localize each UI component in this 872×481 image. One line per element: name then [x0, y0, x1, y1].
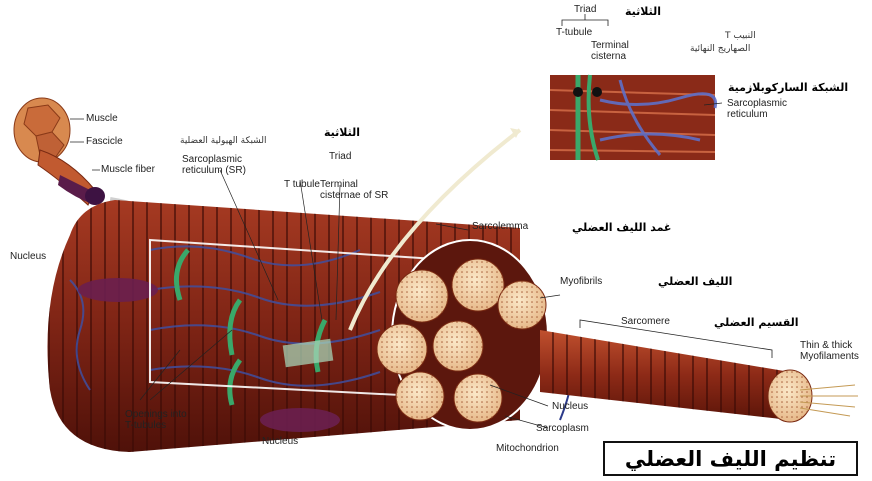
arabic-triad-top: الثلاثية	[625, 6, 661, 18]
inset-label-t-tubule: T-tubule	[556, 27, 592, 38]
label-mitochondrion: Mitochondrion	[496, 443, 559, 454]
arabic-t-tubule-top: النبيب T	[725, 31, 756, 42]
label-openings-into-t-tubules: Openings into T-tubules	[125, 409, 187, 431]
arabic-sarcomere: القسيم العضلي	[714, 317, 799, 329]
triad-inset	[550, 75, 722, 160]
label-sarcoplasmic-reticulum: Sarcoplasmic reticulum (SR)	[182, 154, 246, 176]
label-myofibrils: Myofibrils	[560, 276, 602, 287]
label-sarcomere: Sarcomere	[621, 316, 670, 327]
arabic-sarcolemma: غمد الليف العضلي	[572, 222, 671, 234]
label-nucleus-bottom: Nucleus	[262, 436, 298, 447]
arabic-sarcoplasmic-reticulum-top: الشبكة الساركوبلازمية	[728, 82, 848, 94]
arabic-terminal-cisternae-top: الصهاريج النهائية	[690, 44, 750, 55]
label-sarcolemma: Sarcolemma	[472, 221, 528, 232]
arabic-triad-mid: الثلاثية	[324, 127, 360, 139]
label-triad-mid: Triad	[329, 151, 351, 162]
label-nucleus-left: Nucleus	[10, 251, 46, 262]
inset-label-terminal-cisterna: Terminal cisterna	[591, 40, 629, 62]
arabic-myofibril: الليف العضلي	[658, 276, 732, 288]
label-sarcoplasm: Sarcoplasm	[536, 423, 589, 434]
arabic-sarcoplasmic-reticulum-mid: الشبكة الهيولية العضلية	[180, 136, 266, 147]
title-box: تنظيم الليف العضلي	[603, 441, 858, 476]
inset-label-sarcoplasmic-reticulum: Sarcoplasmic reticulum	[727, 98, 787, 120]
label-t-tubule: T tubule	[284, 179, 320, 190]
label-fascicle: Fascicle	[86, 136, 123, 147]
label-muscle-fiber: Muscle fiber	[101, 164, 155, 175]
inset-label-triad: Triad	[574, 4, 596, 15]
diagram-title: تنظيم الليف العضلي	[625, 447, 836, 471]
label-muscle: Muscle	[86, 113, 118, 124]
label-thin-thick-myofilaments: Thin & thick Myofilaments	[800, 340, 859, 362]
label-terminal-cisternae: Terminal cisternae of SR	[320, 179, 388, 201]
label-nucleus-right: Nucleus	[552, 401, 588, 412]
